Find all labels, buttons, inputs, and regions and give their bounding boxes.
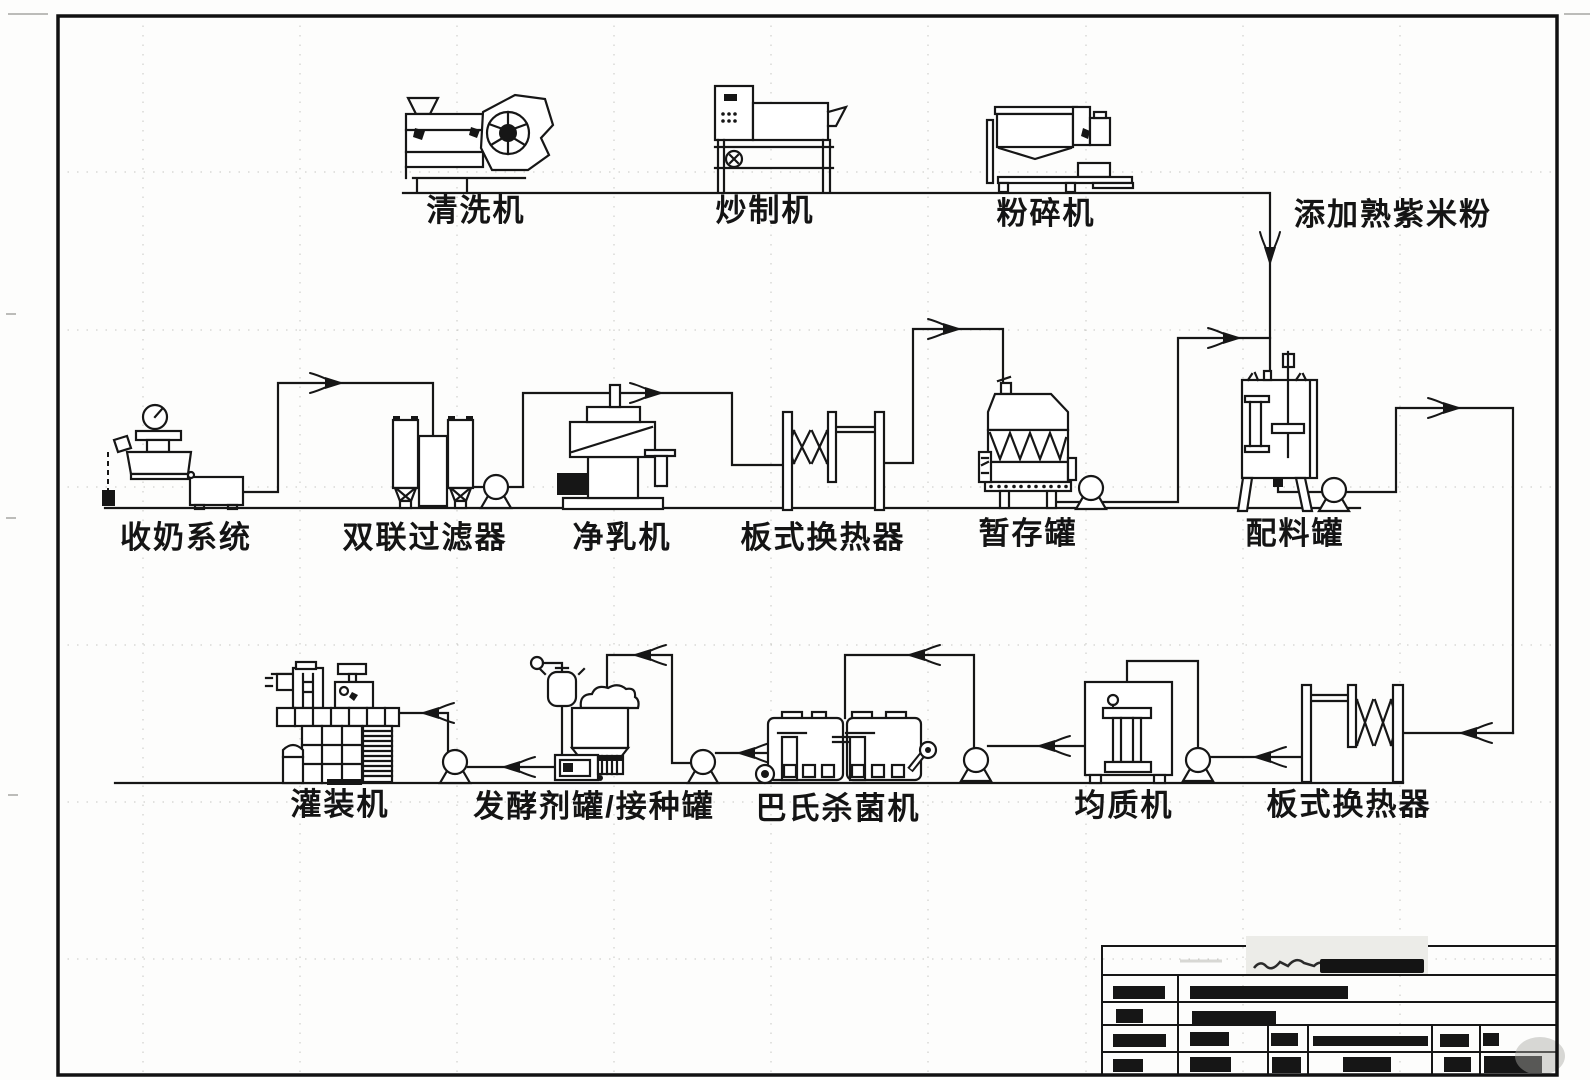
pump-starter-tank <box>686 748 720 785</box>
pump-homogenizer <box>1181 746 1215 783</box>
label-starter-tank: 发酵剂罐/接种罐 <box>473 789 715 824</box>
label-washer: 清洗机 <box>426 193 526 228</box>
label-clarifier: 净乳机 <box>572 520 672 555</box>
label-powder-feed: 添加熟紫米粉 <box>1294 197 1492 232</box>
duplex-filter-figure <box>391 416 475 510</box>
pump-batching-tank <box>1317 476 1351 513</box>
pump-filter <box>479 473 513 510</box>
starter-tank-figure <box>529 655 640 782</box>
milk-collection-figure <box>102 403 245 511</box>
clarifier-figure <box>557 383 677 511</box>
label-roaster: 炒制机 <box>715 193 815 228</box>
label-buffer-tank: 暂存罐 <box>978 516 1078 551</box>
label-filler: 灌装机 <box>290 787 390 822</box>
label-homogenizer: 均质机 <box>1074 788 1174 823</box>
label-batching-tank: 配料罐 <box>1245 516 1345 551</box>
pump-buffer-tank <box>1074 474 1108 511</box>
label-milk-collection: 收奶系统 <box>120 520 252 555</box>
label-plate-hx-bottom: 板式换热器 <box>1266 787 1432 822</box>
label-pasteurizer: 巴氏杀菌机 <box>755 791 921 826</box>
filler-figure <box>264 660 401 785</box>
batching-tank-figure <box>1236 350 1319 513</box>
sheet-border <box>56 14 1559 1077</box>
buffer-tank-figure <box>977 375 1078 510</box>
crusher-figure <box>985 105 1135 194</box>
margin-ticks <box>6 13 1590 796</box>
title-block-redacted <box>1101 936 1565 1076</box>
washer-figure <box>404 93 555 194</box>
label-plate-hx-middle: 板式换热器 <box>740 520 906 555</box>
plate-hx-middle-figure <box>781 410 886 512</box>
pump-filler <box>438 748 472 785</box>
label-duplex-filter: 双联过滤器 <box>342 520 508 555</box>
label-crusher: 粉碎机 <box>996 196 1096 231</box>
pump-pasteurizer <box>959 746 993 783</box>
roaster-figure <box>713 84 849 194</box>
flow-lines <box>103 191 1515 785</box>
plate-hx-bottom-figure <box>1300 683 1405 784</box>
pasteurizer-figure <box>754 710 938 785</box>
homogenizer-figure <box>1083 680 1174 785</box>
